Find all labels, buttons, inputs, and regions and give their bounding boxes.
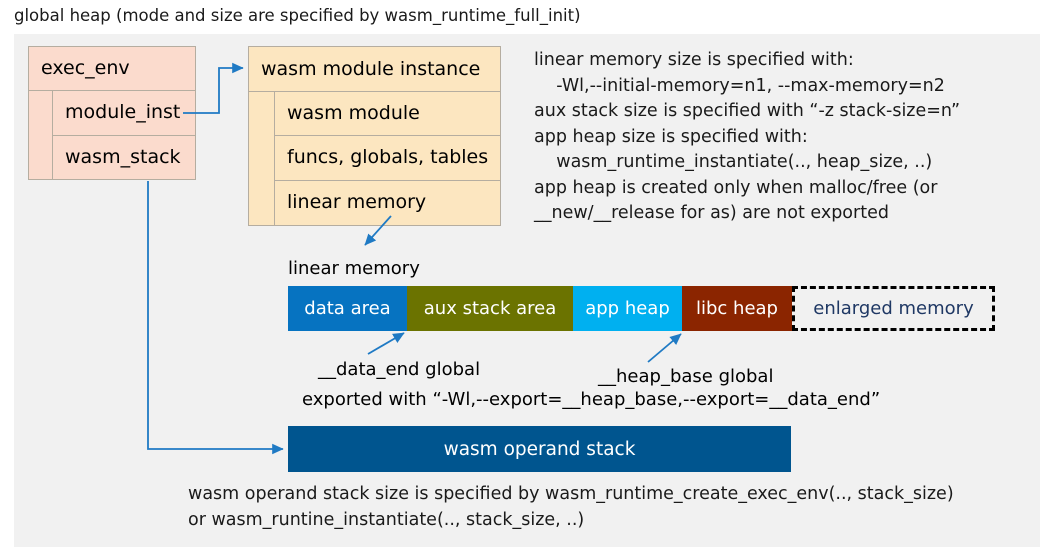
exec-env-gutter	[29, 91, 53, 180]
wasm-module-instance-fields: wasm module funcs, globals, tables linea…	[275, 92, 500, 225]
annotation-data-end: __data_end global	[318, 359, 481, 380]
linear-memory-strip: data area aux stack area app heap libc h…	[288, 286, 995, 331]
module-field-wasm-module: wasm module	[275, 92, 500, 137]
configuration-notes: linear memory size is specified with: -W…	[534, 50, 961, 223]
page-title: global heap (mode and size are specified…	[14, 6, 581, 25]
wasm-module-instance-header: wasm module instance	[249, 47, 500, 92]
memory-segment-aux-stack-area: aux stack area	[407, 286, 573, 331]
wasm-operand-stack-label: wasm operand stack	[443, 438, 636, 460]
exec-env-field-wasm-stack: wasm_stack	[53, 136, 195, 181]
annotation-exported-symbols: exported with “-Wl,--export=__heap_base,…	[302, 389, 881, 410]
linear-memory-caption: linear memory	[288, 258, 420, 279]
exec-env-box: exec_env module_inst wasm_stack	[28, 46, 196, 180]
memory-segment-data-area: data area	[288, 286, 407, 331]
exec-env-field-wasm-stack-label: wasm_stack	[65, 146, 181, 169]
wasm-module-instance-header-label: wasm module instance	[261, 57, 481, 80]
module-field-funcs-globals-tables: funcs, globals, tables	[275, 136, 500, 181]
memory-segment-app-heap-label: app heap	[585, 298, 670, 319]
module-field-linear-memory-label: linear memory	[287, 191, 427, 214]
memory-segment-app-heap: app heap	[573, 286, 682, 331]
module-field-linear-memory: linear memory	[275, 181, 500, 225]
operand-stack-caption: wasm operand stack size is specified by …	[188, 484, 954, 530]
memory-segment-libc-heap-label: libc heap	[696, 298, 778, 319]
wasm-module-instance-fields-wrapper: wasm module funcs, globals, tables linea…	[249, 92, 500, 225]
memory-segment-enlarged-memory: enlarged memory	[792, 286, 995, 331]
wasm-module-instance-gutter	[249, 92, 275, 225]
module-field-funcs-globals-tables-label: funcs, globals, tables	[287, 146, 489, 169]
memory-segment-aux-stack-area-label: aux stack area	[423, 298, 557, 319]
annotation-heap-base: __heap_base global	[598, 366, 774, 387]
exec-env-fields: module_inst wasm_stack	[53, 91, 195, 180]
exec-env-header: exec_env	[29, 47, 195, 91]
exec-env-field-module-inst: module_inst	[53, 91, 195, 136]
exec-env-fields-wrapper: module_inst wasm_stack	[29, 91, 195, 180]
exec-env-field-module-inst-label: module_inst	[65, 101, 181, 124]
wasm-module-instance-box: wasm module instance wasm module funcs, …	[248, 46, 501, 226]
exec-env-header-label: exec_env	[41, 57, 130, 79]
wasm-operand-stack-box: wasm operand stack	[288, 426, 791, 472]
memory-segment-enlarged-memory-label: enlarged memory	[813, 298, 974, 319]
module-field-wasm-module-label: wasm module	[287, 102, 420, 125]
memory-segment-libc-heap: libc heap	[682, 286, 792, 331]
memory-segment-data-area-label: data area	[304, 298, 391, 319]
